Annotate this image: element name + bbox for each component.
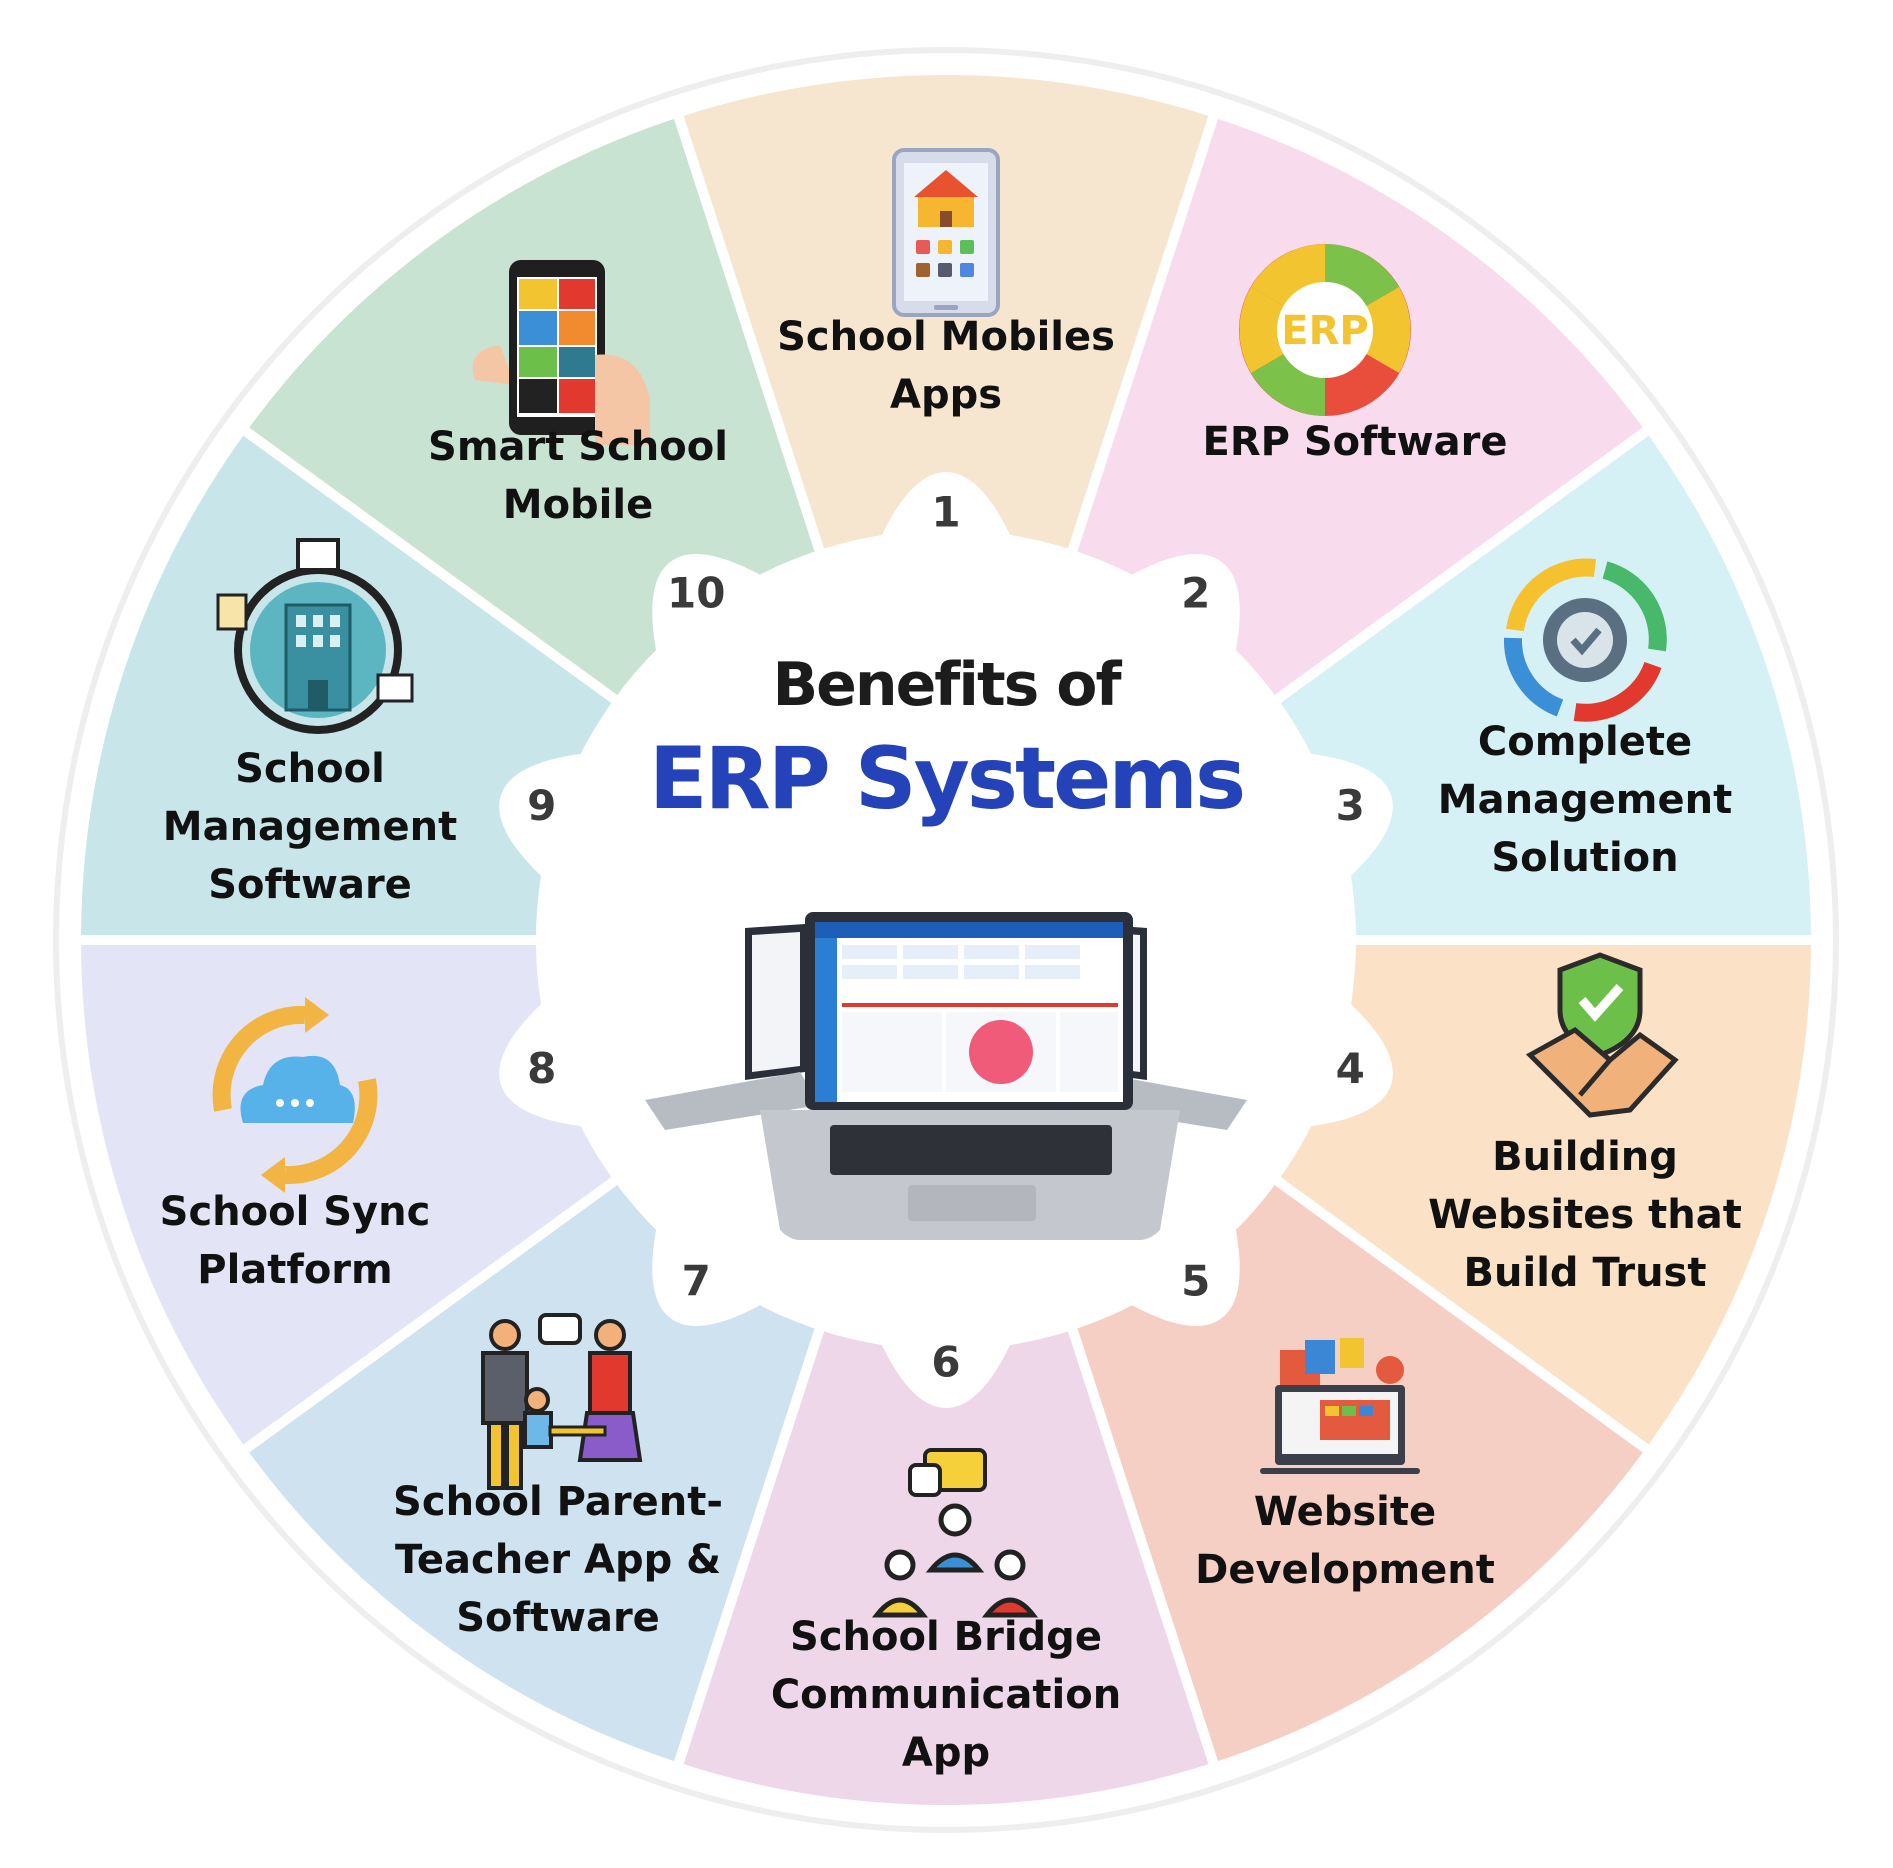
gear-cycle-icon <box>1503 558 1667 722</box>
segment-label-line: Teacher App & <box>395 1537 721 1583</box>
icons-layer: ERP <box>212 148 1679 1618</box>
segment-label-line: Solution <box>1491 835 1678 881</box>
segment-label-line: School Sync <box>160 1189 431 1235</box>
handshake-shield-icon <box>1525 952 1679 1118</box>
segment-number-1: 1 <box>931 488 960 537</box>
svg-text:ERP: ERP <box>1281 308 1368 354</box>
segment-label-line: Website <box>1254 1489 1436 1535</box>
segment-number-5: 5 <box>1181 1256 1210 1305</box>
segment-number-8: 8 <box>527 1044 556 1093</box>
cloud-sync-icon <box>212 997 378 1193</box>
segment-label-2: ERP Software <box>1203 419 1508 465</box>
segment-label-7: School Parent- Teacher App & Software <box>393 1479 723 1641</box>
segment-number-9: 9 <box>527 781 556 830</box>
segment-label-line: Development <box>1195 1547 1495 1593</box>
segment-label-line: Mobile <box>503 482 653 528</box>
smartphone-hand-icon <box>472 260 650 445</box>
laptop-left <box>645 924 820 1130</box>
segment-label-line: School Mobiles <box>777 314 1115 360</box>
title-line1: Benefits of <box>772 650 1122 720</box>
segment-label-line: Communication <box>771 1672 1121 1718</box>
segment-label-line: Management <box>1438 777 1732 823</box>
title-line2: ERP Systems <box>649 729 1243 829</box>
segment-label-line: School Parent- <box>393 1479 723 1525</box>
segment-label-line: Building <box>1492 1134 1678 1180</box>
segment-number-4: 4 <box>1336 1044 1365 1093</box>
segment-label-line: Smart School <box>428 424 728 470</box>
segment-label-line: Apps <box>890 372 1002 418</box>
laptop-main <box>760 912 1180 1240</box>
numbers-layer: 1 2 3 4 5 6 7 8 9 10 <box>527 488 1365 1387</box>
segment-label-line: Software <box>456 1595 660 1641</box>
segment-number-2: 2 <box>1181 569 1210 618</box>
web-dev-monitor-icon <box>1260 1338 1420 1474</box>
segment-label-line: Software <box>208 862 412 908</box>
team-chat-icon <box>871 1448 1039 1618</box>
segment-label-line: Management <box>163 804 457 850</box>
segment-number-7: 7 <box>682 1256 711 1305</box>
segment-number-3: 3 <box>1336 781 1365 830</box>
segment-label-line: ERP Software <box>1203 419 1508 465</box>
school-app-phone-icon <box>892 148 1000 317</box>
laptop-dashboard-illustration <box>645 912 1247 1240</box>
segment-label-line: Build Trust <box>1464 1250 1707 1296</box>
segment-label-line: School <box>235 746 385 792</box>
segment-label-line: Complete <box>1478 719 1692 765</box>
segment-number-10: 10 <box>667 569 725 618</box>
parent-teacher-icon <box>481 1313 643 1490</box>
segment-label-line: Platform <box>197 1247 392 1293</box>
segment-label-line: School Bridge <box>790 1614 1102 1660</box>
segment-label-line: App <box>902 1730 990 1776</box>
school-building-icon <box>216 538 414 734</box>
erp-wheel-icon: ERP <box>1239 244 1411 416</box>
segment-number-6: 6 <box>931 1338 960 1387</box>
segment-label-line: Websites that <box>1428 1192 1742 1238</box>
